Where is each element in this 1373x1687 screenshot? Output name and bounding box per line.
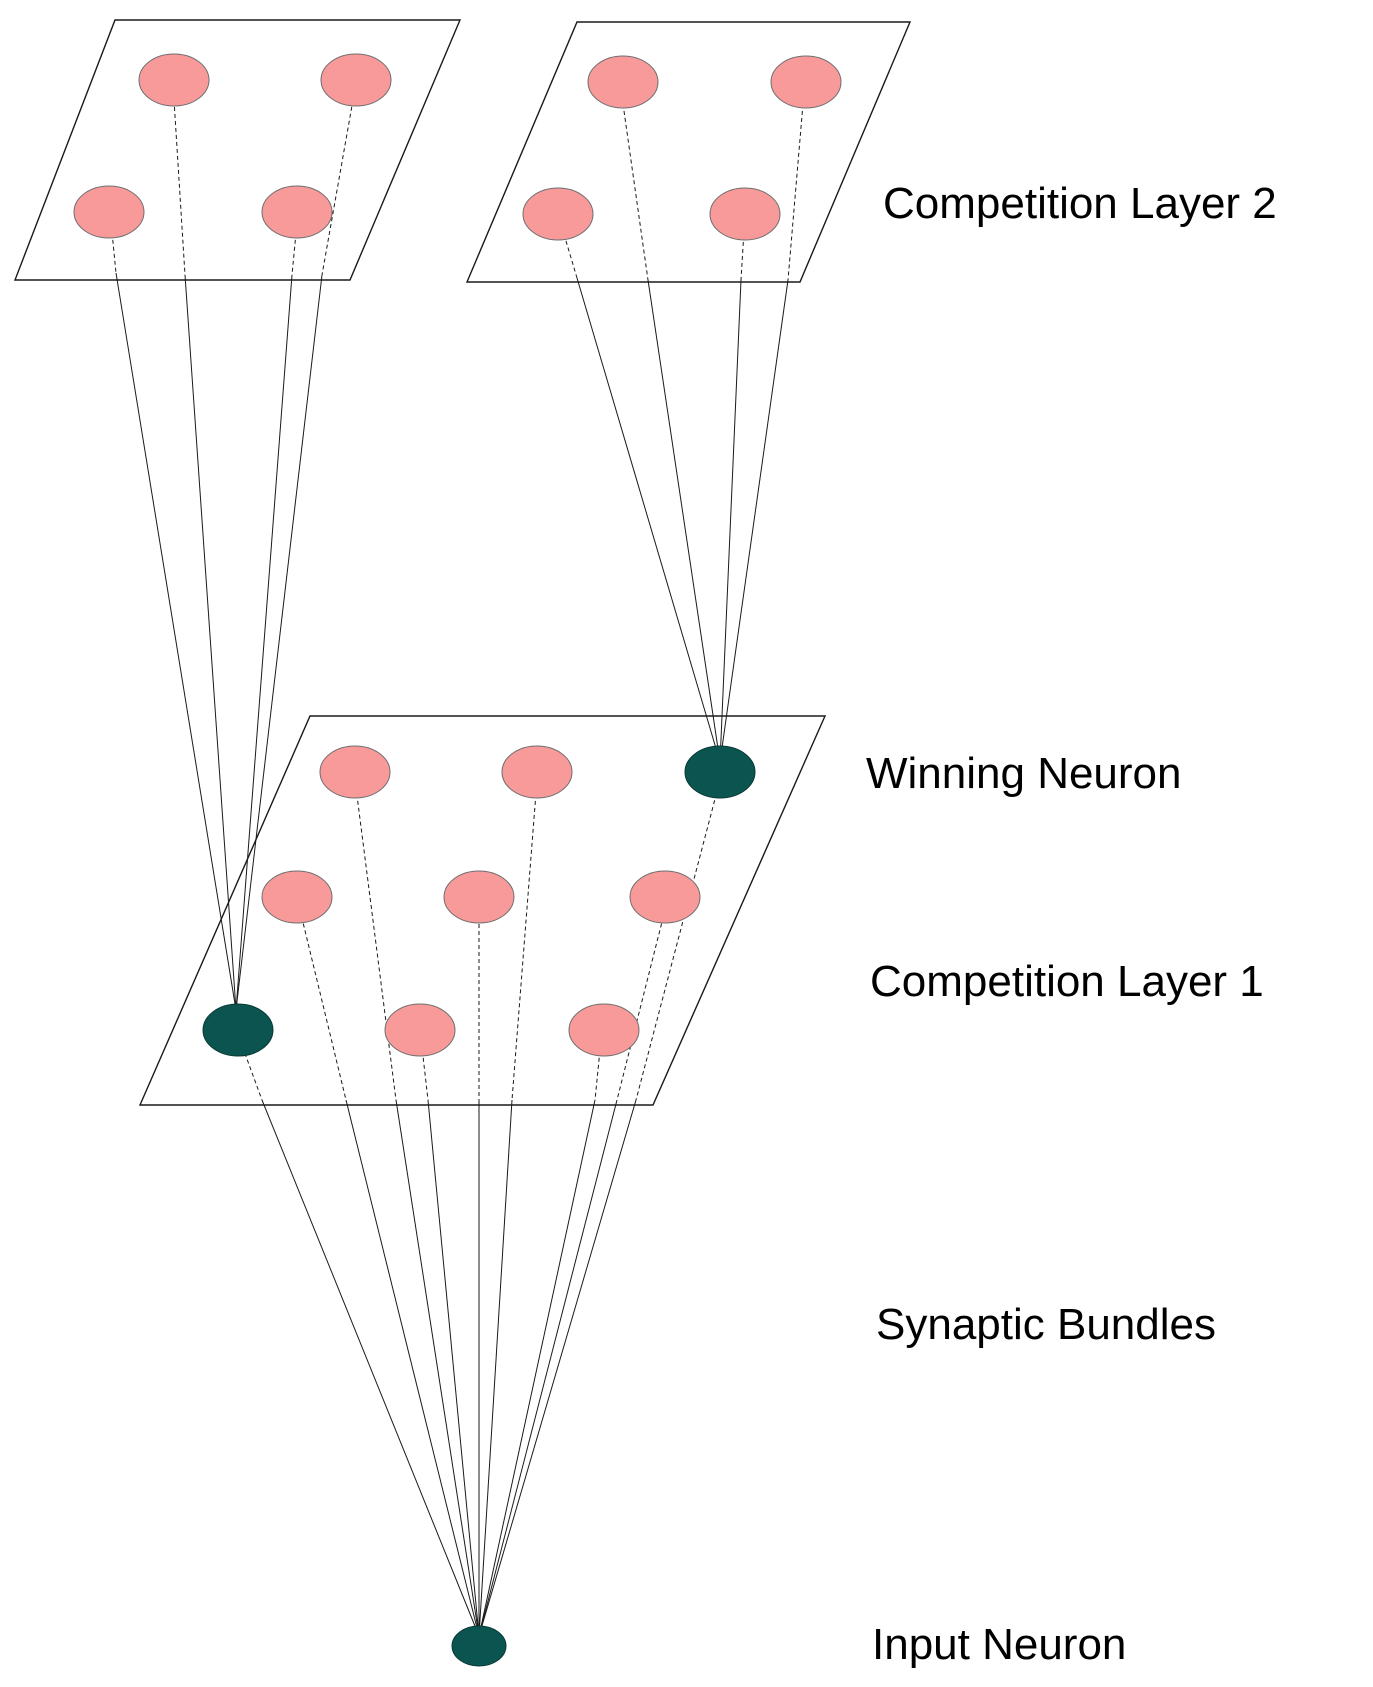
layer2-right-neuron-4 (709, 187, 781, 241)
winning-neuron-layer1 (202, 1003, 274, 1057)
layer1-neuron-top-2 (501, 745, 573, 799)
layer2-right-plane (465, 21, 912, 283)
layer2-right-neuron-3 (522, 187, 594, 241)
synapse (478, 1099, 596, 1637)
layer1-neuron-mid-3 (629, 870, 701, 924)
synapse (261, 1099, 480, 1637)
label-competition-layer-2: Competition Layer 2 (883, 179, 1277, 228)
synapse (184, 274, 237, 1011)
dashed-link (622, 103, 649, 281)
winning-neuron (684, 745, 756, 799)
dashed-link (419, 1029, 429, 1101)
layer2-right-neuron-2 (770, 55, 842, 109)
dashed-link (635, 779, 721, 1101)
dashed-link (616, 909, 666, 1101)
synapse (235, 274, 323, 1011)
dashed-link (594, 1029, 603, 1101)
dashed-connections-layer1 (239, 779, 721, 1101)
synapse (478, 1099, 618, 1637)
layer2-left-neuron-2 (320, 53, 392, 107)
label-competition-layer-1: Competition Layer 1 (870, 957, 1264, 1006)
layer2-left-neuron-1 (138, 53, 210, 107)
dashed-link (321, 99, 354, 276)
layer2-left-neuron-3 (73, 185, 145, 239)
dashed-connections-layer2-right (557, 103, 804, 281)
synapse (719, 279, 742, 763)
dashed-link (787, 103, 804, 281)
label-synaptic-bundles: Synaptic Bundles (876, 1300, 1216, 1349)
layer1-neuron-mid-2 (443, 870, 515, 924)
synapse (115, 272, 237, 1011)
synapse (345, 1099, 480, 1637)
synapse (395, 1099, 480, 1637)
synapse (478, 1099, 513, 1637)
synapse (576, 277, 721, 763)
layer2-right-neuron-1 (587, 55, 659, 109)
layer2-left-neuron-4 (261, 185, 333, 239)
layer1-neuron-bottom-3 (568, 1003, 640, 1057)
dashed-link (173, 99, 186, 276)
synapse-bundle-layer2-right (576, 277, 789, 763)
synapse (719, 279, 789, 763)
synapse (427, 1099, 480, 1637)
dashed-link (511, 779, 538, 1101)
layer1-neuron-bottom-2 (384, 1003, 456, 1057)
layer1-neuron-mid-1 (261, 870, 333, 924)
synaptic-bundles-input (261, 1099, 637, 1637)
layer2-left-plane (13, 19, 462, 281)
input-neuron (451, 1625, 507, 1667)
synapse-bundle-layer2-left (115, 272, 323, 1011)
synapse (235, 274, 293, 1011)
layer1-neuron-top-1 (319, 745, 391, 799)
label-input-neuron: Input Neuron (872, 1620, 1127, 1669)
dashed-link (354, 779, 397, 1101)
synapse (647, 279, 721, 763)
dashed-link (299, 909, 347, 1101)
synapse (478, 1099, 637, 1637)
label-winning-neuron: Winning Neuron (866, 749, 1182, 798)
